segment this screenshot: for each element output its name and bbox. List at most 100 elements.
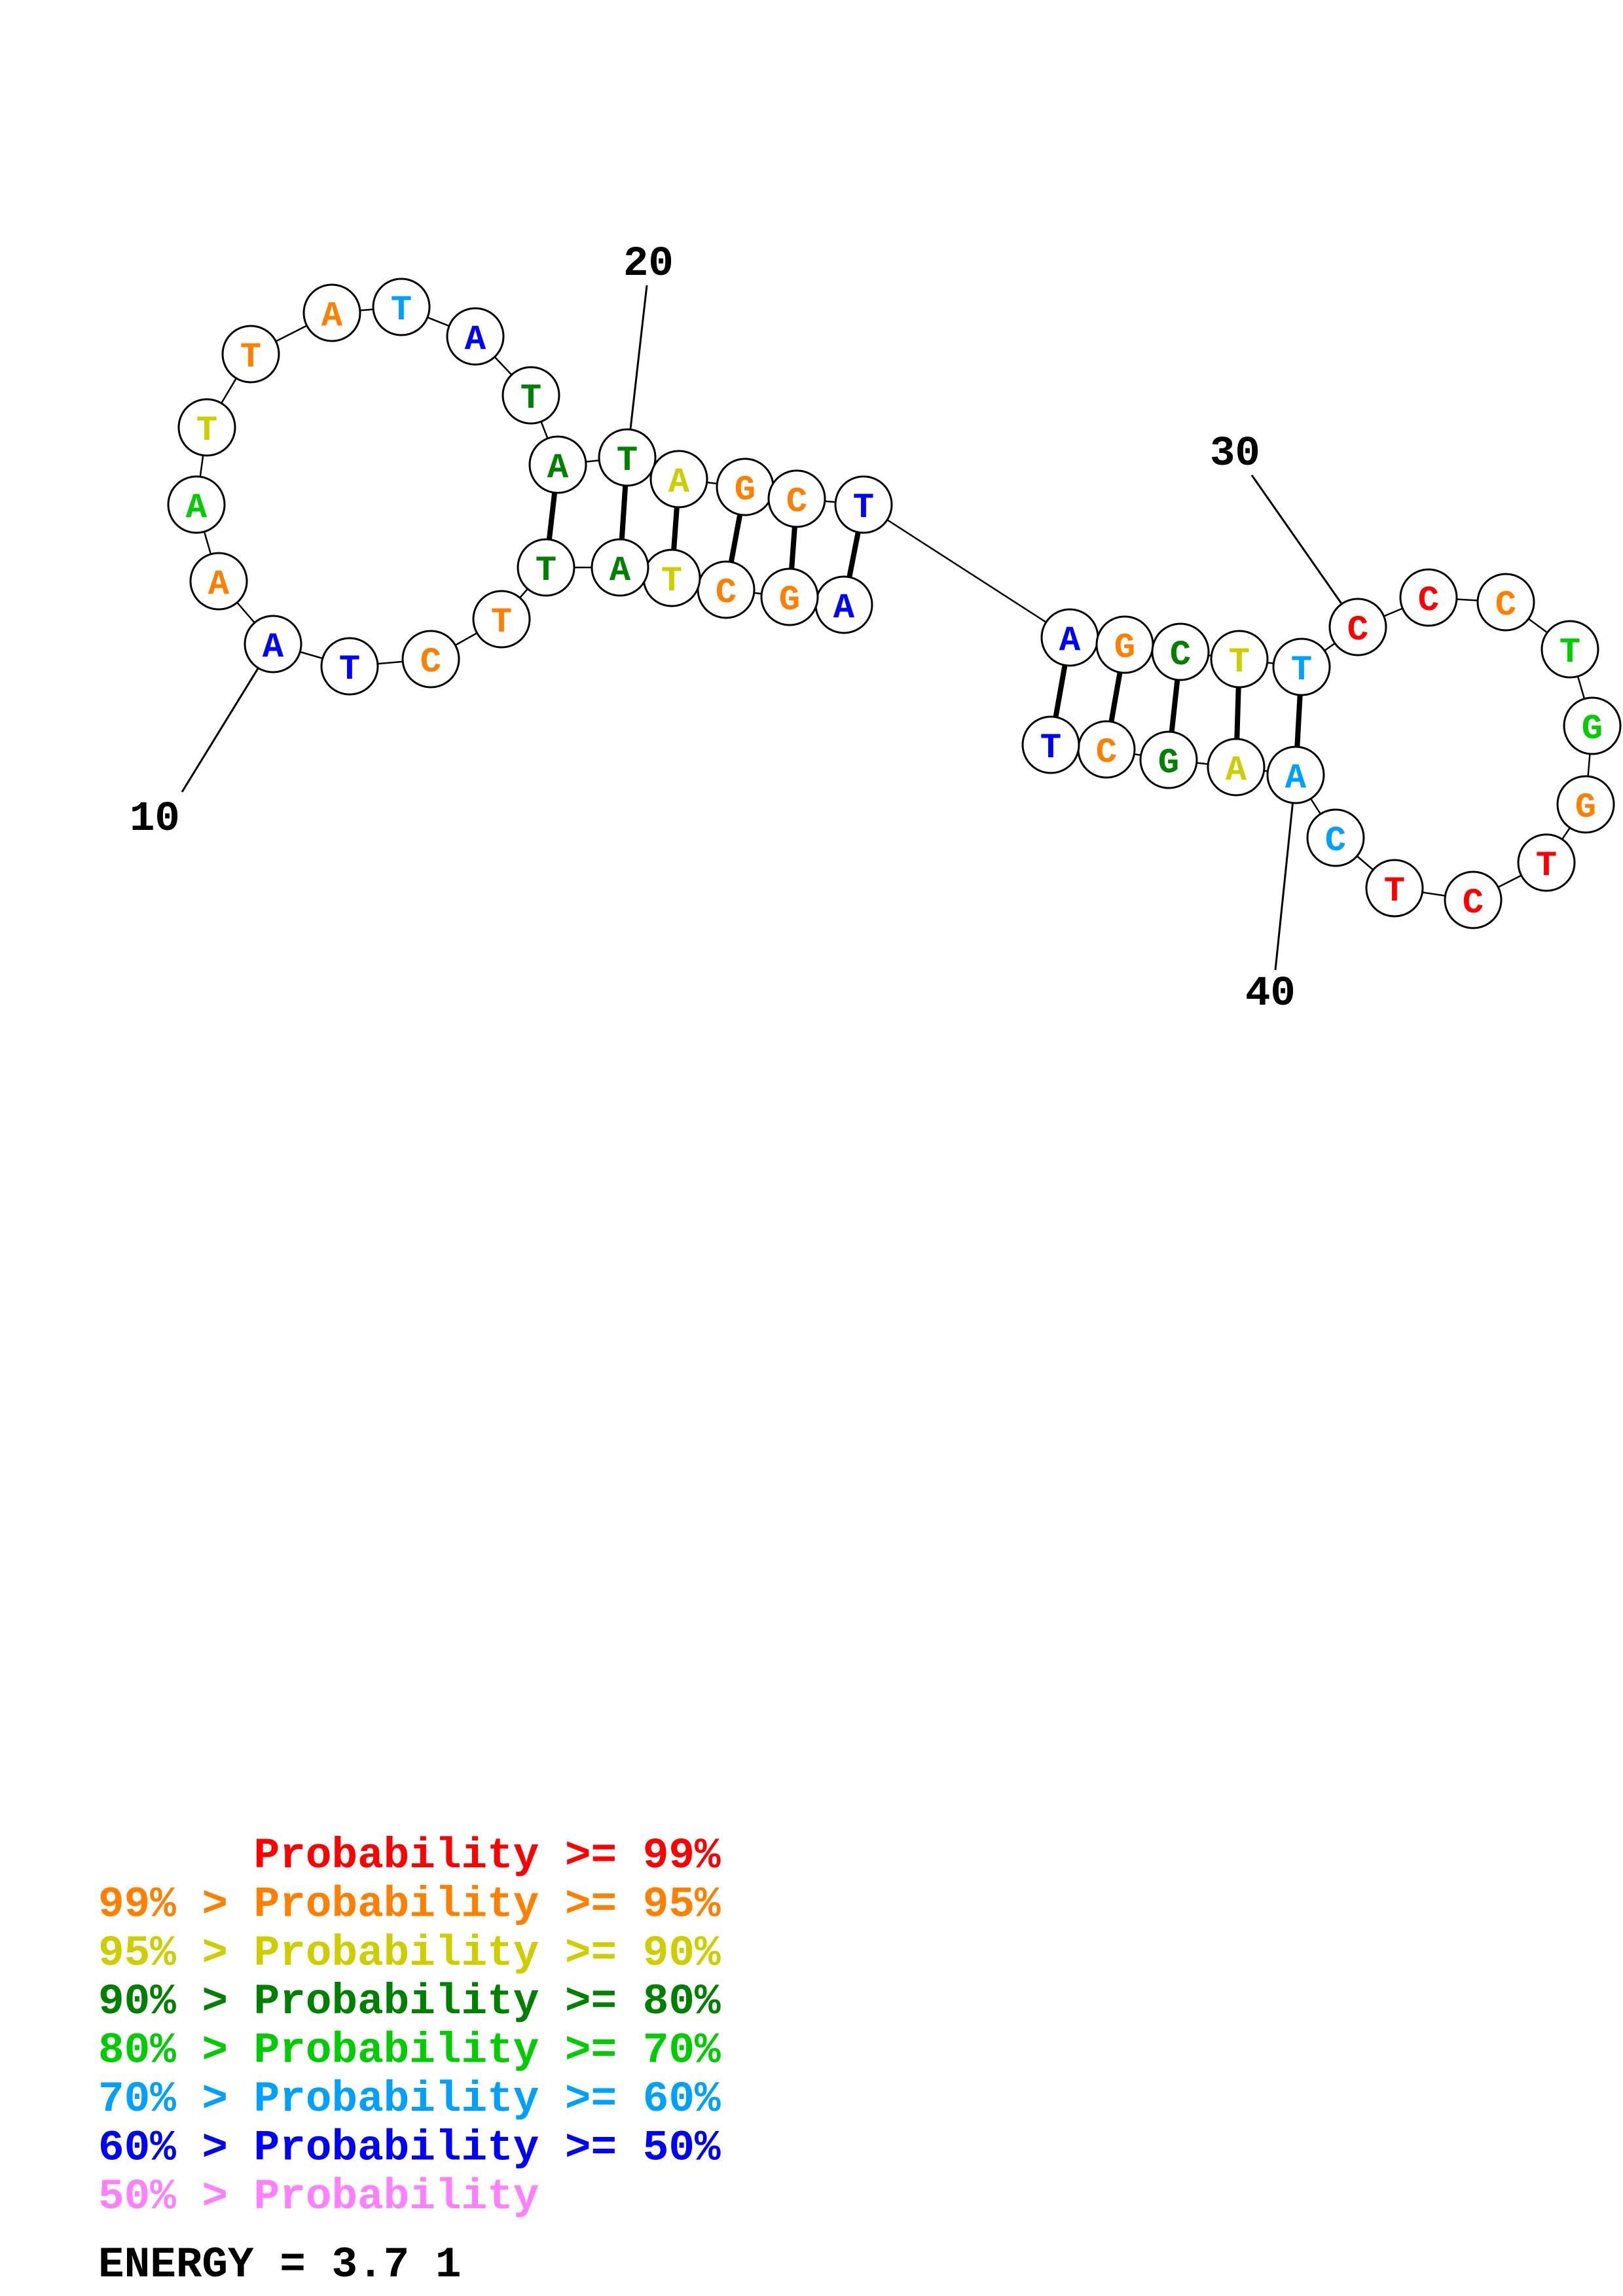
nucleotide-base: T: [1291, 651, 1312, 691]
nucleotide-base: T: [1040, 728, 1061, 768]
nucleotide-base: A: [1226, 751, 1247, 791]
nucleotide-base: G: [1114, 628, 1135, 668]
nucleotide-base: A: [208, 565, 230, 605]
legend-row: 60% > Probability >= 50%: [98, 2123, 721, 2172]
nucleotide-circle: [767, 469, 826, 528]
nucleotide-base: C: [1325, 821, 1346, 861]
legend-row: 70% > Probability >= 60%: [98, 2075, 721, 2124]
nucleotide-circle: [760, 567, 819, 626]
nucleotide-circle: [1151, 622, 1210, 681]
nucleotide-base: A: [263, 628, 284, 668]
backbone-line: [863, 503, 1070, 639]
nucleotide-base: A: [610, 551, 631, 591]
nucleotide-base: A: [321, 296, 343, 336]
nucleotide-circle: [1541, 620, 1599, 679]
nucleotide-base: T: [339, 650, 360, 690]
nucleotide-circle: [501, 366, 560, 425]
nucleotide-circle: [1476, 573, 1535, 632]
nucleotide-circle: [472, 590, 531, 649]
nucleotide-circle: [177, 398, 236, 457]
nucleotide-circle: [1399, 568, 1458, 627]
nucleotide-circle: [1563, 696, 1622, 755]
nucleotide-base: G: [1582, 709, 1603, 749]
nucleotide-circle: [649, 450, 708, 509]
nucleotide-base: G: [779, 581, 800, 620]
nucleotide-circle: [1517, 833, 1576, 892]
nucleotide-circle: [591, 538, 649, 597]
energy-text: ENERGY = 3.7 1: [98, 2240, 462, 2289]
nucleotide-base: C: [1170, 636, 1191, 675]
label-pointer-line: [1274, 774, 1297, 971]
nucleotide-circle: [1266, 745, 1325, 804]
nucleotide-base: T: [391, 291, 412, 331]
nucleotide-circle: [320, 637, 379, 696]
nucleotide-circle: [1021, 715, 1080, 774]
nucleotide-circle: [1365, 859, 1424, 918]
nucleotide-base: T: [661, 562, 682, 601]
nucleotide-base: T: [1229, 643, 1250, 683]
nucleotide-base: T: [536, 551, 556, 591]
nucleotide-base: C: [1096, 733, 1117, 773]
nucleotide-base: A: [833, 588, 855, 628]
nucleotide-circle: [1207, 738, 1266, 797]
legend-row: 50% > Probability: [98, 2172, 539, 2221]
nucleotide-base: A: [465, 320, 486, 360]
legend-row: 95% > Probability >= 90%: [98, 1929, 721, 1978]
nucleotide-circle: [244, 615, 302, 673]
nucleotide-circle: [1272, 637, 1331, 696]
nucleotide-base: T: [240, 338, 261, 378]
nucleotide-circle: [517, 538, 575, 597]
nucleotide-base: C: [786, 482, 807, 522]
nucleotide-base: G: [1575, 788, 1596, 828]
nucleotide-circle: [1306, 808, 1365, 867]
legend-row: 80% > Probability >= 70%: [98, 2026, 721, 2075]
position-label: 10: [130, 796, 180, 843]
nucleotide-base: T: [617, 441, 638, 481]
position-label: 30: [1210, 431, 1260, 478]
nucleotide-circle: [528, 435, 587, 494]
nucleotide-base: C: [1495, 586, 1516, 626]
nucleotide-base: T: [853, 488, 874, 528]
nucleotide-base: C: [420, 643, 441, 683]
nucleotide-base: C: [1418, 581, 1439, 621]
nucleotide-circle: [302, 283, 361, 342]
legend-row: 99% > Probability >= 95%: [98, 1880, 721, 1929]
nucleotide-circle: [446, 307, 505, 366]
nucleotide-base: A: [1285, 759, 1307, 798]
nucleotide-base: T: [520, 379, 541, 419]
labels-layer: 10 20 30 40: [130, 241, 1296, 1018]
nucleotide-base: T: [196, 411, 217, 451]
nucleotide-circle: [401, 630, 460, 689]
nucleotide-circle: [1139, 730, 1198, 789]
nucleotide-base: A: [186, 488, 208, 528]
nucleotide-base: C: [1347, 611, 1368, 651]
nucleotide-base: T: [1536, 846, 1557, 886]
nucleotide-circle: [221, 325, 280, 384]
nucleotide-base: A: [547, 448, 569, 488]
nucleotide-base: A: [668, 463, 690, 503]
position-label: 40: [1245, 971, 1296, 1018]
legend-row: Probability >= 99%: [98, 1831, 721, 1880]
nucleotide-circle: [834, 475, 893, 534]
nucleotide-circle: [167, 475, 226, 534]
nucleotide-circle: [1328, 598, 1387, 656]
nucleotide-circle: [1444, 870, 1503, 929]
nucleotide-circle: [372, 278, 431, 336]
nucleotide-base: A: [1059, 621, 1081, 661]
nucleotide-circle: [1556, 775, 1615, 834]
label-pointer-line: [1250, 475, 1359, 628]
position-label: 20: [623, 241, 674, 288]
nucleotide-base: T: [1559, 633, 1580, 673]
nucleotide-circle: [189, 552, 248, 611]
nucleotide-base: G: [735, 471, 756, 511]
legend-row: 90% > Probability >= 80%: [98, 1977, 721, 2026]
nucleotide-circle: [1210, 630, 1269, 689]
nucleotide-circle: [598, 428, 657, 487]
legend-layer: Probability >= 99%99% > Probability >= 9…: [98, 1831, 721, 2221]
nucleotide-base: C: [716, 573, 737, 613]
nucleotide-base: T: [1384, 872, 1405, 912]
nucleotide-base: G: [1158, 744, 1179, 783]
